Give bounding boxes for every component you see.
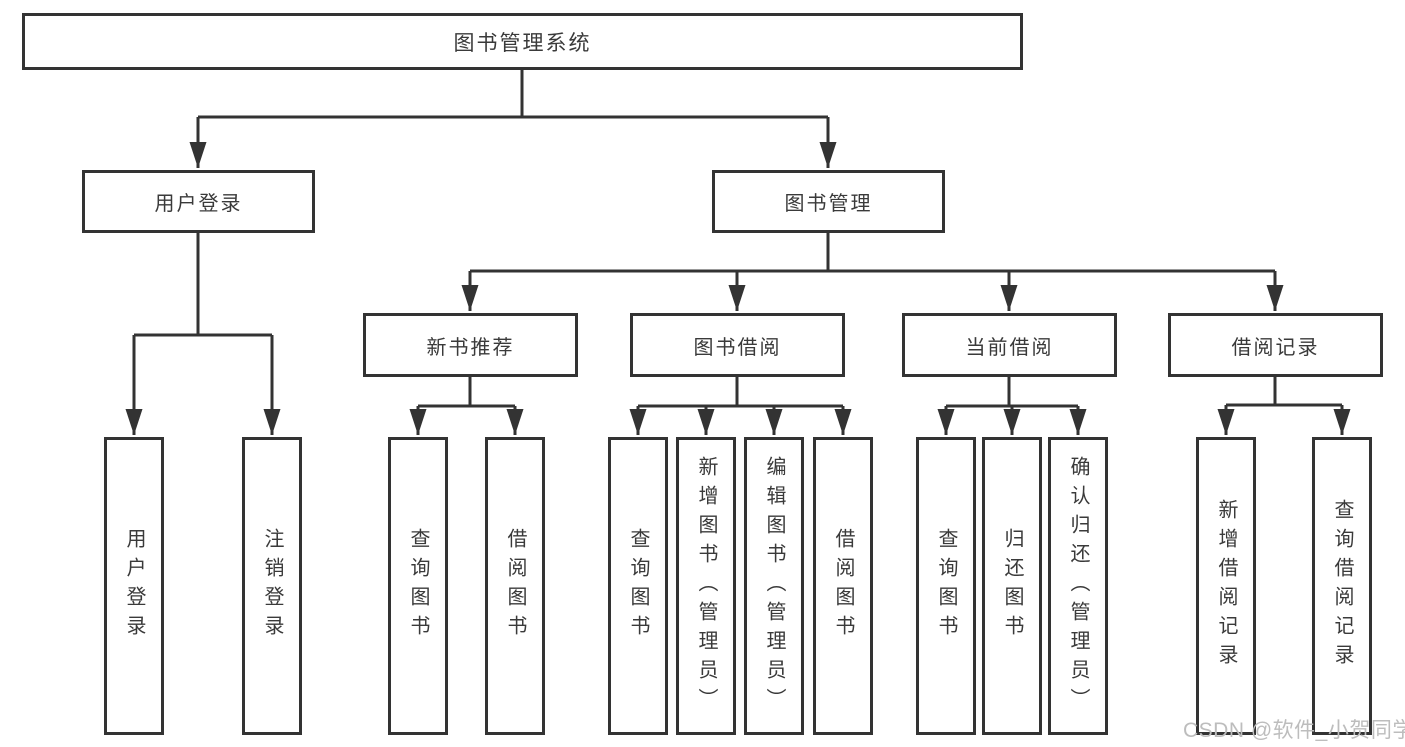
- leaf-query-books-recommend: 查询图书: [388, 437, 448, 735]
- node-new-book-recommend: 新书推荐: [363, 313, 578, 377]
- node-user-login: 用户登录: [82, 170, 315, 233]
- leaf-edit-books-admin: 编辑图书（管理员）: [744, 437, 804, 735]
- leaf-query-borrow-record: 查询借阅记录: [1312, 437, 1372, 735]
- leaf-add-books-admin: 新增图书（管理员）: [676, 437, 736, 735]
- node-book-borrow: 图书借阅: [630, 313, 845, 377]
- leaf-borrow-books-recommend: 借阅图书: [485, 437, 545, 735]
- node-library-management-system: 图书管理系统: [22, 13, 1023, 70]
- csdn-watermark: CSDN @软件_小贺同学: [1183, 719, 1405, 742]
- node-current-borrow: 当前借阅: [902, 313, 1117, 377]
- leaf-logout: 注销登录: [242, 437, 302, 735]
- leaf-query-books-current: 查询图书: [916, 437, 976, 735]
- leaf-query-books-borrow: 查询图书: [608, 437, 668, 735]
- node-book-management: 图书管理: [712, 170, 945, 233]
- leaf-user-login: 用户登录: [104, 437, 164, 735]
- leaf-add-borrow-record: 新增借阅记录: [1196, 437, 1256, 735]
- node-borrow-record: 借阅记录: [1168, 313, 1383, 377]
- leaf-borrow-books: 借阅图书: [813, 437, 873, 735]
- leaf-return-books: 归还图书: [982, 437, 1042, 735]
- leaf-confirm-return-admin: 确认归还（管理员）: [1048, 437, 1108, 735]
